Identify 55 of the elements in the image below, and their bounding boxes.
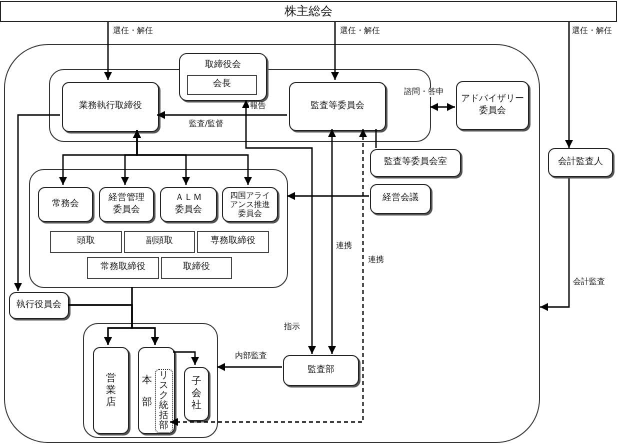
arrow [104, 22, 112, 80]
arrow [133, 130, 252, 185]
dashed-arrow [170, 129, 367, 426]
arrow [565, 22, 573, 148]
edge-label: 選任・解任 [112, 27, 154, 36]
branch-box: 営業店 [93, 347, 129, 434]
box-title: 本部 [142, 374, 152, 410]
branch-frame [83, 323, 218, 438]
arrow [68, 304, 159, 345]
subsidiary-box: 子会社 [184, 367, 209, 421]
header-bar: 株主総会 [0, 1, 617, 22]
organization-frame [4, 44, 540, 443]
committee-box: 常務会 [38, 187, 93, 222]
edge-label: 内部監査 [234, 352, 268, 361]
arrow [540, 177, 570, 311]
edge-label: 連携 [367, 256, 385, 265]
edge-label: 諮問・答申 [403, 88, 445, 97]
office-box: 監査等委員会室 [370, 149, 461, 177]
edge-label: 連携 [335, 242, 353, 251]
committee-box: 経営管理委員会 [99, 187, 154, 222]
role-cell: 取締役 [161, 257, 232, 279]
role-cell: 頭取 [50, 231, 122, 253]
chairman-cell: 会長 [187, 75, 257, 95]
committee-box: アドバイザリー委員会 [456, 81, 529, 130]
arrow [157, 111, 287, 119]
arrow [217, 363, 282, 371]
arrow [287, 192, 369, 200]
committee-box: ＡＬＭ委員会 [160, 187, 217, 222]
department-box: リスク統括部 [155, 369, 173, 433]
text-label: 指示 [283, 323, 301, 332]
role-cell: 専務取締役 [197, 231, 269, 253]
box-title: 取締役会 [205, 60, 241, 72]
arrow [173, 351, 199, 365]
headquarters-box [138, 347, 175, 434]
audit-box: 監査部 [283, 355, 359, 386]
arrow [331, 22, 339, 80]
role-cell: 常務取締役 [87, 257, 159, 279]
role-cell: 副頭取 [124, 231, 195, 253]
meeting-box: 経営会議 [370, 184, 431, 214]
arrow [430, 103, 455, 111]
auditor-box: 会計監査人 [548, 148, 613, 177]
edge-label: 監査/監督 [188, 120, 225, 129]
director-box: 業務執行取締役 [62, 82, 159, 132]
edge-label: 選任・解任 [339, 27, 381, 36]
committee-box: 四国アライアンス推進委員会 [222, 187, 278, 222]
connector-line [375, 129, 377, 148]
edge-label: 会計監査 [572, 278, 606, 287]
committee-box: 監査等委員会 [289, 82, 386, 131]
arrow [14, 114, 60, 291]
meeting-box: 執行役員会 [9, 292, 69, 319]
arrow [242, 100, 316, 354]
arrow [328, 129, 336, 354]
edge-label: 報告 [249, 102, 267, 111]
management-frame [29, 169, 288, 288]
edge-label: 選任・解任 [571, 27, 613, 36]
